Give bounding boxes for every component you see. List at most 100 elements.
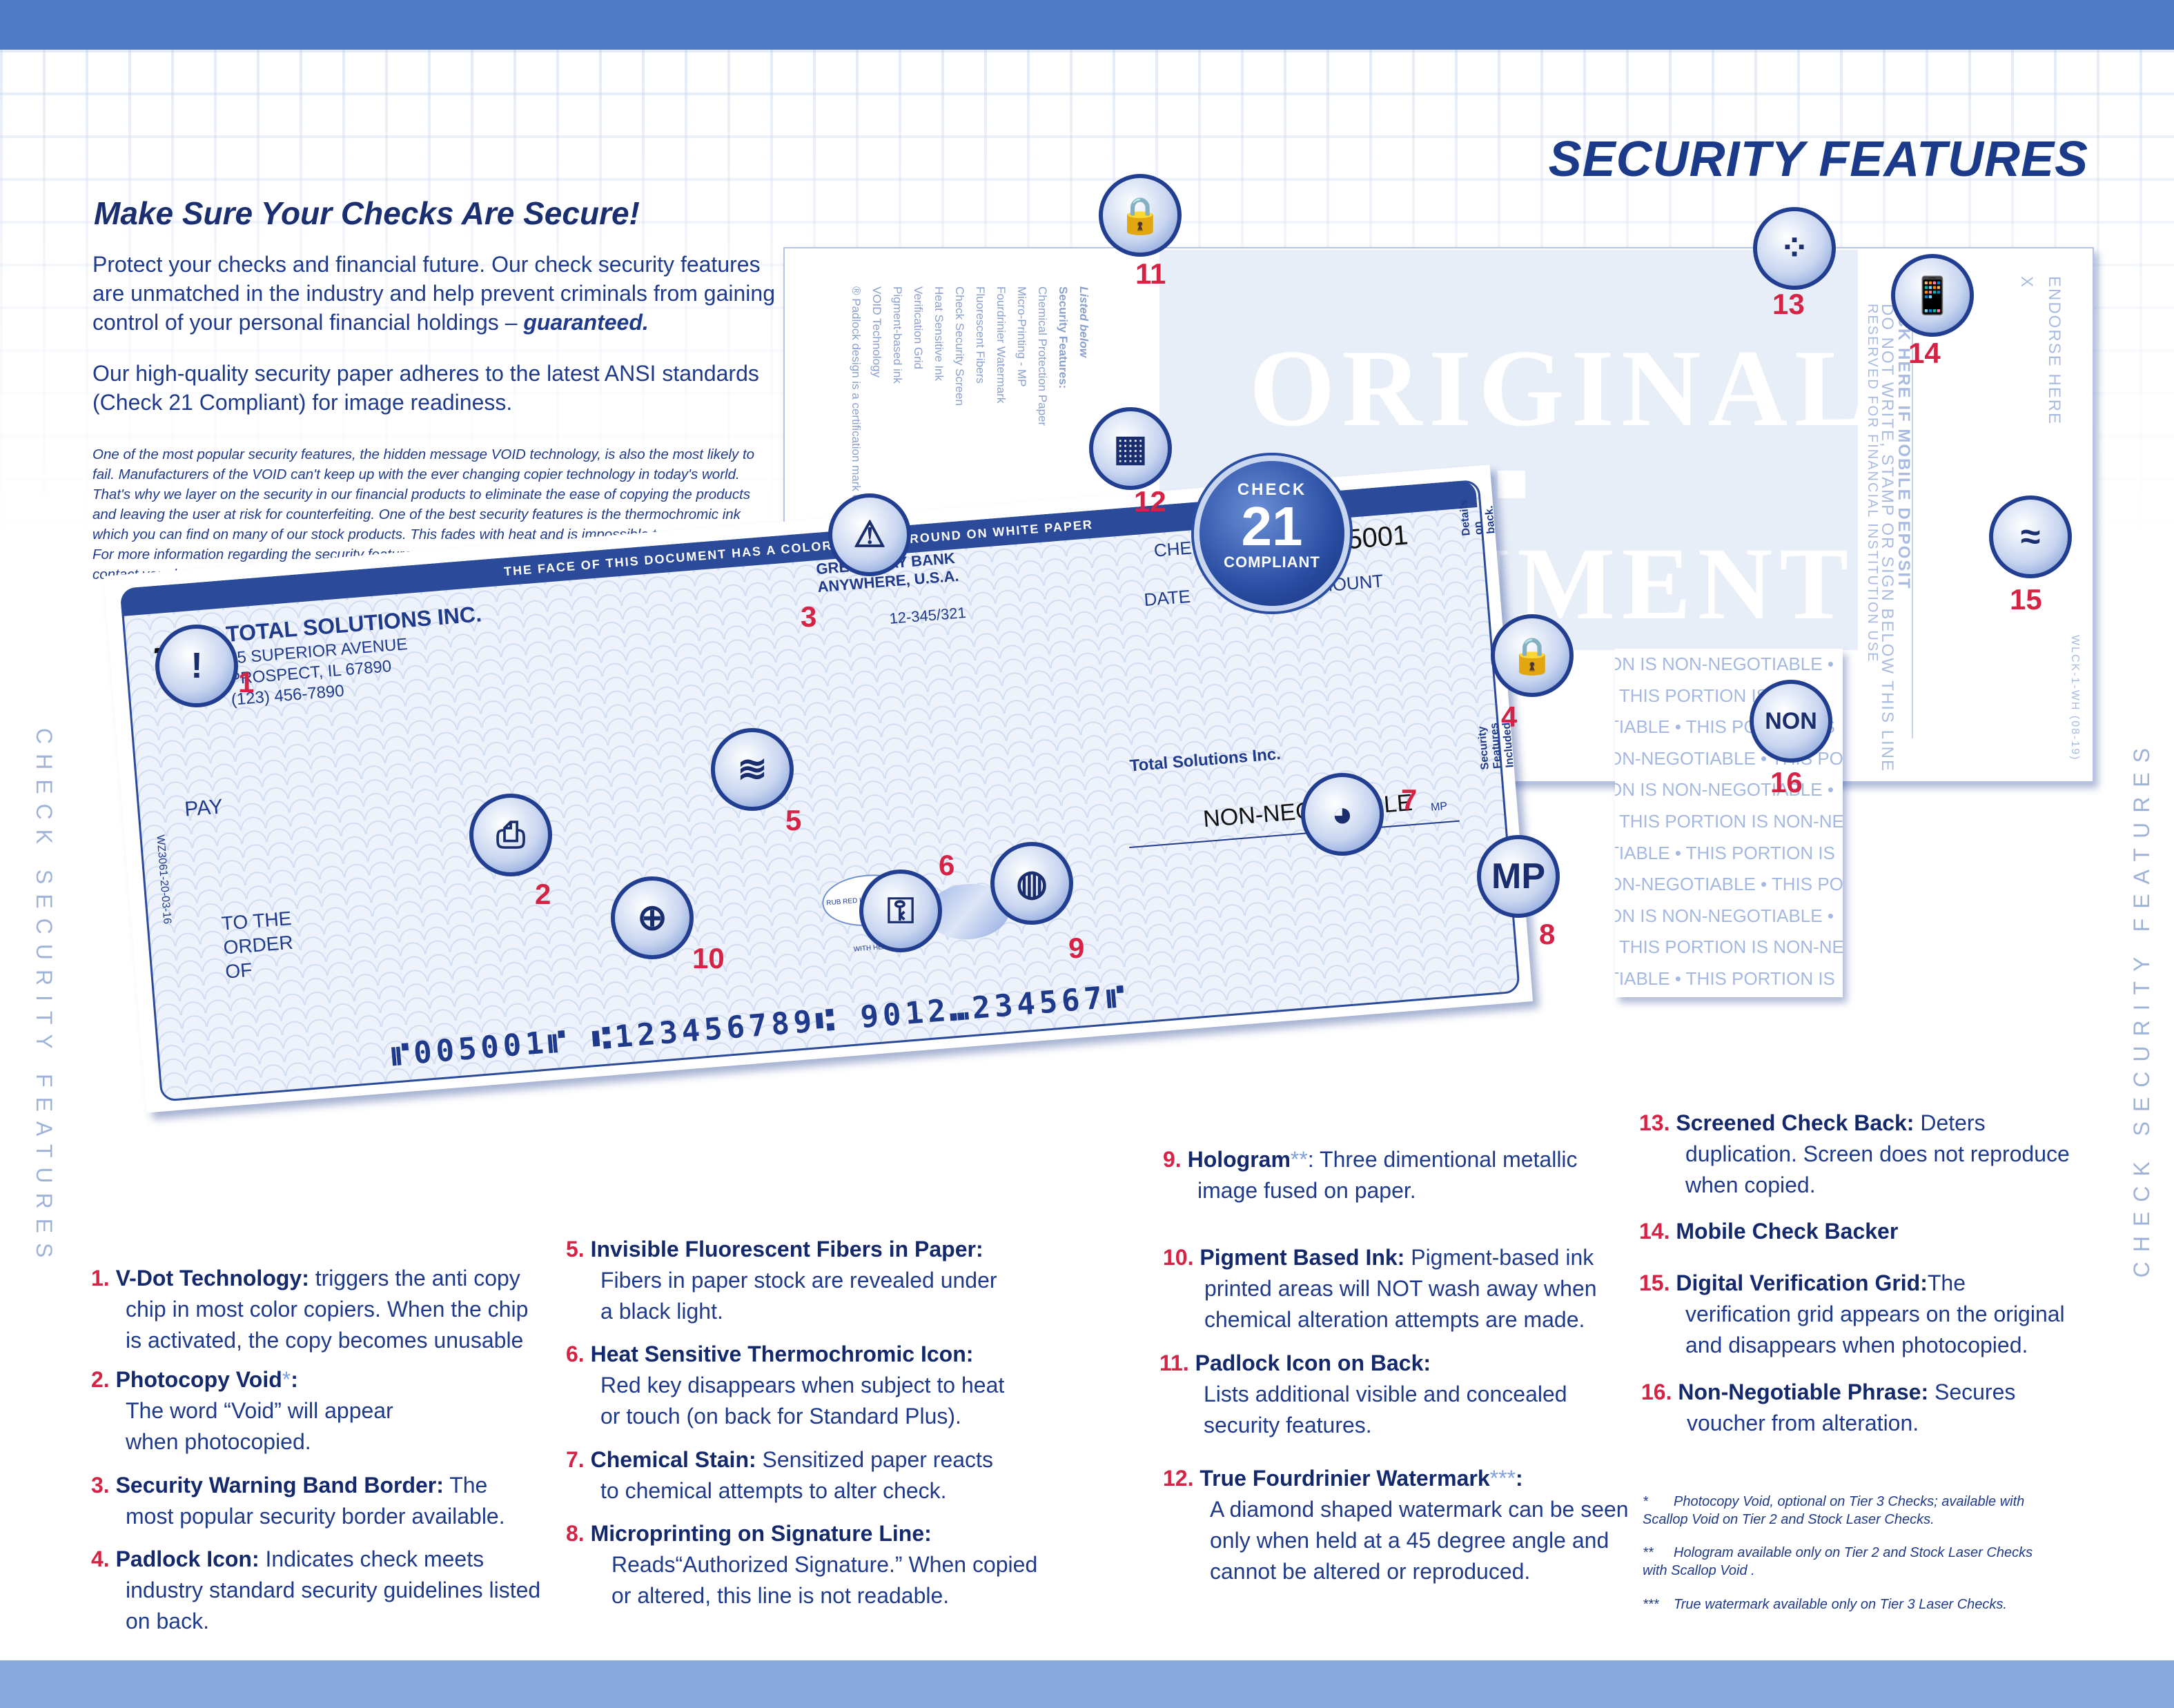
stub-row: TIABLE • THIS PORTION IS bbox=[1615, 842, 1835, 863]
feature-text: chemical alteration attempts are made. bbox=[1204, 1307, 1585, 1332]
pin-glyph: 🔒 bbox=[1099, 174, 1182, 257]
footnote-mark: *** bbox=[1643, 1597, 1659, 1612]
feature-text: on back. bbox=[126, 1609, 209, 1633]
feature-text: printed areas will NOT wash away when bbox=[1204, 1276, 1597, 1301]
feature-text: duplication. Screen does not reproduce bbox=[1685, 1141, 2070, 1166]
pin-number-3: 3 bbox=[801, 600, 817, 633]
feature-text: A diamond shaped watermark can be seen bbox=[1210, 1497, 1629, 1522]
footnote-1: *Photocopy Void, optional on Tier 3 Chec… bbox=[1643, 1493, 2043, 1529]
feature-number: 12. bbox=[1163, 1466, 1194, 1491]
screened-dots-icon: ⁘ bbox=[1753, 207, 1836, 290]
feature-1: 1. V-Dot Technology: triggers the anti c… bbox=[91, 1263, 560, 1356]
feature-text: The word “Void” will appear bbox=[126, 1398, 393, 1423]
feature-number: 10. bbox=[1163, 1245, 1194, 1270]
feature-text: Reads“Authorized Signature.” When copied bbox=[611, 1552, 1038, 1577]
stub-row: • THIS PORTION IS NON-NE bbox=[1615, 936, 1843, 958]
feature-7: 7. Chemical Stain: Sensitized paper reac… bbox=[566, 1444, 1049, 1506]
footnote-3: ***True watermark available only on Tier… bbox=[1643, 1596, 2043, 1613]
pin-number-2: 2 bbox=[535, 878, 551, 910]
feature-13: 13. Screened Check Back: Deters duplicat… bbox=[1639, 1108, 2108, 1201]
feature-text: Secures bbox=[1934, 1380, 2016, 1404]
feature-number: 2. bbox=[91, 1367, 110, 1392]
watermark-mark bbox=[1498, 471, 1525, 498]
pin-number-9: 9 bbox=[1068, 932, 1085, 964]
non-negotiable-icon: NON bbox=[1750, 680, 1832, 763]
feature-title: Pigment Based Ink: bbox=[1199, 1245, 1405, 1270]
feature-text: is activated, the copy becomes unusable bbox=[126, 1328, 524, 1353]
feature-number: 14. bbox=[1639, 1219, 1670, 1244]
wavy-grid-icon: ≈ bbox=[1989, 495, 2072, 578]
pin-glyph: ! bbox=[155, 625, 238, 707]
pin-glyph: ⎙ bbox=[469, 794, 552, 876]
side-label-right: CHECK SECURITY FEATURES bbox=[2129, 738, 2154, 1278]
footnote-2: **Hologram available only on Tier 2 and … bbox=[1643, 1544, 2043, 1580]
feature-number: 8. bbox=[566, 1521, 585, 1546]
key-icon: ⚿ bbox=[859, 870, 942, 952]
feature-text: only when held at a 45 degree angle and bbox=[1210, 1528, 1609, 1553]
feature-text: Pigment-based ink bbox=[1411, 1245, 1594, 1270]
hologram-icon: ◍ bbox=[990, 842, 1073, 925]
intro-paragraph: Protect your checks and financial future… bbox=[92, 250, 776, 337]
feature-text: The bbox=[1927, 1270, 1966, 1295]
side-label-left: CHECK SECURITY FEATURES bbox=[32, 728, 57, 1268]
note-line: One of the most popular security feature… bbox=[92, 446, 755, 462]
feature-10: 10. Pigment Based Ink: Pigment-based ink… bbox=[1163, 1242, 1632, 1335]
check-number: 5001 bbox=[1345, 520, 1410, 556]
feature-text: The bbox=[449, 1473, 488, 1498]
watermark-text-document: UMENT bbox=[1436, 527, 1856, 641]
pin-number-12: 12 bbox=[1134, 485, 1166, 518]
stub-row: TIABLE • THIS PORTION IS bbox=[1615, 968, 1835, 989]
watermark-grid-icon: ▦ bbox=[1089, 407, 1172, 490]
note-line: which you can find on many of our stock … bbox=[92, 527, 701, 542]
pin-number-1: 1 bbox=[238, 666, 255, 698]
photocopier-void-icon: ⎙ bbox=[469, 794, 552, 876]
pin-glyph: MP bbox=[1477, 835, 1560, 918]
feature-title: Digital Verification Grid: bbox=[1676, 1270, 1928, 1295]
feature-mark: * bbox=[282, 1367, 291, 1392]
stub-row: • THIS PORTION IS NON-NE bbox=[1615, 810, 1843, 832]
check-21-badge: CHECK 21 COMPLIANT bbox=[1194, 455, 1350, 611]
feature-16: 16. Non-Negotiable Phrase: Secures vouch… bbox=[1641, 1377, 2111, 1439]
form-code: WLCK-1-WH (08-19) bbox=[2069, 635, 2081, 761]
feature-title: V-Dot Technology: bbox=[115, 1266, 309, 1290]
feature-12: 12. True Fourdrinier Watermark***: A dia… bbox=[1163, 1463, 1646, 1587]
feature-mark: *** bbox=[1489, 1466, 1516, 1491]
feature-title: Invisible Fluorescent Fibers in Paper: bbox=[590, 1237, 983, 1262]
feature-text: chip in most color copiers. When the chi… bbox=[126, 1297, 529, 1322]
intro-text: Protect your checks and financial future… bbox=[92, 252, 775, 335]
pin-glyph: ▦ bbox=[1089, 407, 1172, 490]
feature-text: most popular security border available. bbox=[126, 1504, 505, 1529]
stub-row: ON IS NON-NEGOTIABLE • bbox=[1615, 654, 1834, 674]
feature-text: voucher from alteration. bbox=[1687, 1411, 1919, 1435]
feature-11: 11. Padlock Icon on Back: Lists addition… bbox=[1159, 1348, 1629, 1441]
page-title: SECURITY FEATURES bbox=[1548, 132, 2088, 187]
feature-title: True Fourdrinier Watermark bbox=[1199, 1466, 1490, 1491]
feature-text: security features. bbox=[1204, 1413, 1372, 1437]
pin-glyph: ≋ bbox=[711, 728, 794, 811]
crosshair-icon: ⊕ bbox=[611, 876, 694, 959]
feature-15: 15. Digital Verification Grid:The verifi… bbox=[1639, 1268, 2108, 1361]
feature-text: image fused on paper. bbox=[1197, 1178, 1416, 1203]
feature-title: Hologram bbox=[1187, 1147, 1291, 1172]
feature-title: Mobile Check Backer bbox=[1676, 1219, 1899, 1244]
note-line: and leaving the user at risk for counter… bbox=[92, 507, 741, 522]
pin-glyph: ⁘ bbox=[1753, 207, 1836, 290]
feature-number: 13. bbox=[1639, 1110, 1670, 1135]
do-not-write-label: DO NOT WRITE, STAMP OR SIGN BELOW THIS L… bbox=[1878, 304, 1897, 772]
bottom-bar bbox=[0, 1660, 2174, 1708]
padlock-icon: 🔒 bbox=[1491, 614, 1574, 697]
feature-text: when photocopied. bbox=[126, 1429, 311, 1454]
endorse-lines bbox=[1912, 262, 2086, 738]
feature-text: Fibers in paper stock are revealed under bbox=[600, 1268, 997, 1293]
feature-number: 5. bbox=[566, 1237, 585, 1262]
pin-number-7: 7 bbox=[1401, 783, 1418, 816]
feature-text: Lists additional visible and concealed bbox=[1204, 1382, 1567, 1406]
padlock-back-icon: 🔒 bbox=[1099, 174, 1182, 257]
feature-text: when copied. bbox=[1685, 1172, 1816, 1197]
feature-text: triggers the anti copy bbox=[315, 1266, 520, 1290]
pin-number-5: 5 bbox=[785, 804, 802, 836]
feature-title: Padlock Icon: bbox=[115, 1547, 259, 1571]
date-label: DATE bbox=[1143, 585, 1192, 611]
footnote-text: Photocopy Void, optional on Tier 3 Check… bbox=[1643, 1494, 2025, 1527]
pin-number-14: 14 bbox=[1908, 337, 1941, 369]
